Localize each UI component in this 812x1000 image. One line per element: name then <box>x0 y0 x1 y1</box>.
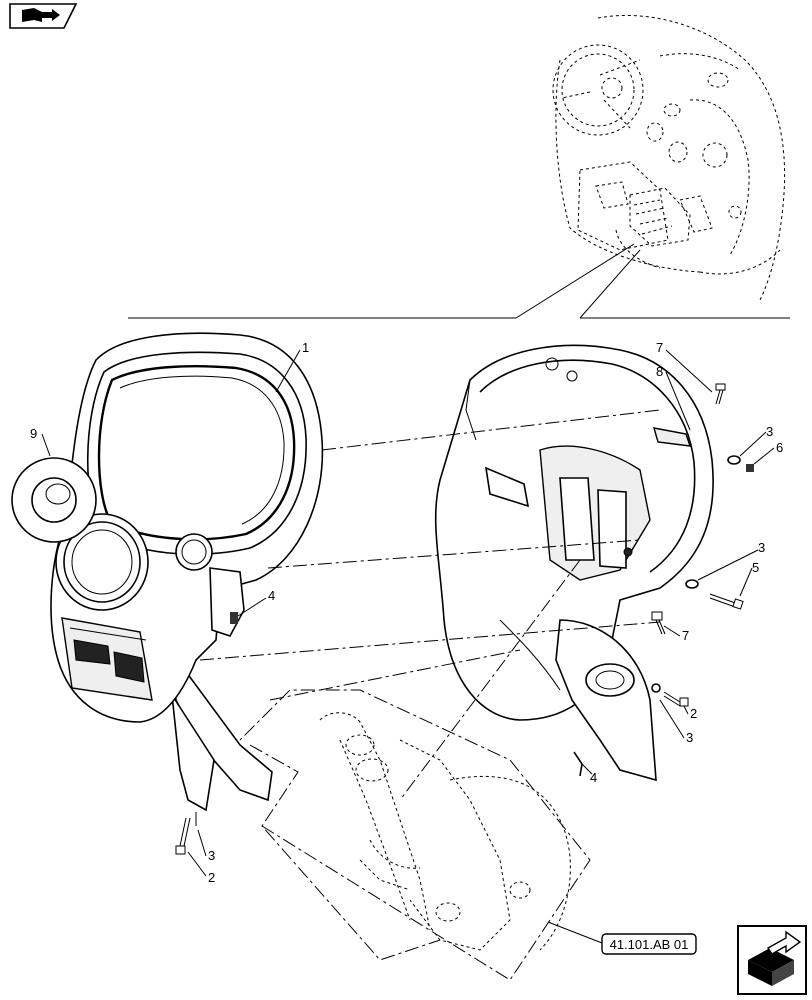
next-page-arrow-icon[interactable] <box>737 925 807 995</box>
callout-labels: 1 9 4 3 2 7 8 3 6 3 5 7 2 3 4 <box>30 340 783 885</box>
clip-icon <box>573 751 583 777</box>
steering-column <box>319 712 571 951</box>
callout-9: 9 <box>30 426 37 441</box>
clip-icon <box>230 612 238 624</box>
rear-cover-housing <box>434 344 714 721</box>
leader-lines <box>41 349 775 944</box>
callout-8: 8 <box>656 364 663 379</box>
bolt-icon <box>175 812 197 855</box>
callout-3: 3 <box>686 730 693 745</box>
bolt-icon <box>715 383 726 405</box>
callout-3: 3 <box>766 424 773 439</box>
callout-5: 5 <box>752 560 759 575</box>
bolt-icon <box>651 683 689 707</box>
callout-7: 7 <box>656 340 663 355</box>
instrument-cluster-housing <box>50 332 324 812</box>
callout-2: 2 <box>690 706 697 721</box>
bolt-icon <box>651 611 666 635</box>
cab-inset-illustration <box>552 14 786 301</box>
inset-separator <box>128 243 790 319</box>
hardware <box>175 383 754 855</box>
callout-4: 4 <box>268 588 275 603</box>
book-arrow-icon[interactable] <box>9 3 78 29</box>
callout-4: 4 <box>590 770 597 785</box>
gauge-cover-ring <box>11 457 97 543</box>
reference-label: 41.101.AB 01 <box>610 937 689 952</box>
callout-7: 7 <box>682 628 689 643</box>
callout-6: 6 <box>776 440 783 455</box>
washer-icon <box>685 579 699 589</box>
callout-1: 1 <box>302 340 309 355</box>
lower-shroud <box>555 619 657 782</box>
washer-icon <box>727 455 741 465</box>
assembly-lines <box>199 409 661 981</box>
callout-2: 2 <box>208 870 215 885</box>
nut-icon <box>746 464 754 472</box>
screw-icon <box>709 593 744 610</box>
callout-3: 3 <box>758 540 765 555</box>
callout-3: 3 <box>208 848 215 863</box>
reference-link[interactable]: 41.101.AB 01 <box>601 933 697 955</box>
